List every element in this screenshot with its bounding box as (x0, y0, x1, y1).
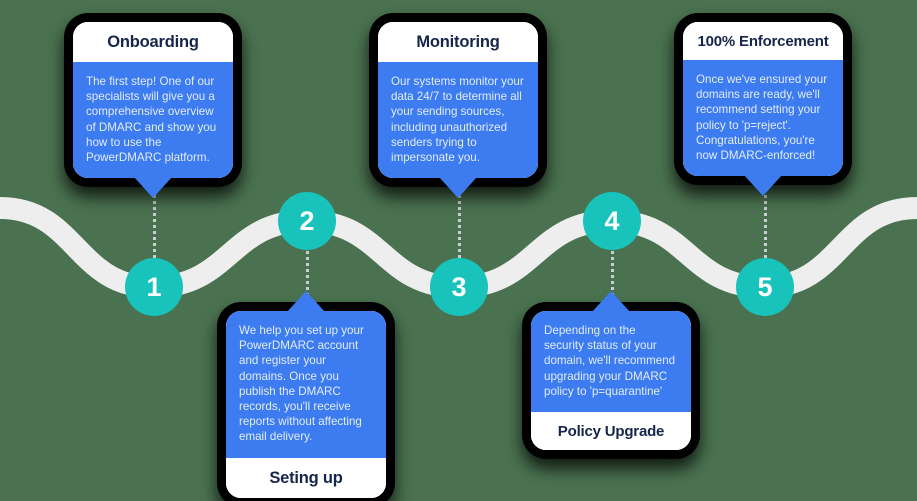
connector-line-5 (764, 188, 767, 264)
step-card-1-title: Onboarding (73, 22, 233, 62)
connector-line-4 (611, 238, 614, 316)
step-number-2[interactable]: 2 (278, 192, 336, 250)
step-card-4-inner: Depending on the security status of your… (531, 311, 691, 451)
step-card-3-inner: Monitoring Our systems monitor your data… (378, 22, 538, 179)
step-card-4[interactable]: Depending on the security status of your… (531, 291, 691, 451)
step-card-1-pointer (134, 177, 172, 199)
connector-line-2 (306, 238, 309, 316)
step-card-5[interactable]: 100% Enforcement Once we've ensured your… (683, 22, 843, 197)
step-number-1[interactable]: 1 (125, 258, 183, 316)
connector-line-3 (458, 188, 461, 264)
step-card-3-pointer (439, 177, 477, 199)
step-card-5-body: Once we've ensured your domains are read… (683, 60, 843, 177)
step-card-4-body: Depending on the security status of your… (531, 311, 691, 413)
step-card-1[interactable]: Onboarding The first step! One of our sp… (73, 22, 233, 199)
step-number-5[interactable]: 5 (736, 258, 794, 316)
step-card-5-pointer (744, 175, 782, 197)
step-card-5-title: 100% Enforcement (683, 22, 843, 60)
step-number-3[interactable]: 3 (430, 258, 488, 316)
step-card-2-body: We help you set up your PowerDMARC accou… (226, 311, 386, 458)
step-card-1-body: The first step! One of our specialists w… (73, 62, 233, 179)
step-card-5-inner: 100% Enforcement Once we've ensured your… (683, 22, 843, 177)
step-card-2-inner: We help you set up your PowerDMARC accou… (226, 311, 386, 498)
step-card-1-inner: Onboarding The first step! One of our sp… (73, 22, 233, 179)
connector-line-1 (153, 188, 156, 264)
step-card-4-title: Policy Upgrade (531, 412, 691, 451)
step-card-3[interactable]: Monitoring Our systems monitor your data… (378, 22, 538, 199)
step-card-3-title: Monitoring (378, 22, 538, 62)
step-card-2-title: Seting up (226, 457, 386, 498)
step-card-2[interactable]: We help you set up your PowerDMARC accou… (226, 291, 386, 498)
step-card-4-pointer (592, 291, 630, 312)
step-number-4[interactable]: 4 (583, 192, 641, 250)
step-card-2-pointer (287, 291, 325, 312)
step-card-3-body: Our systems monitor your data 24/7 to de… (378, 62, 538, 179)
